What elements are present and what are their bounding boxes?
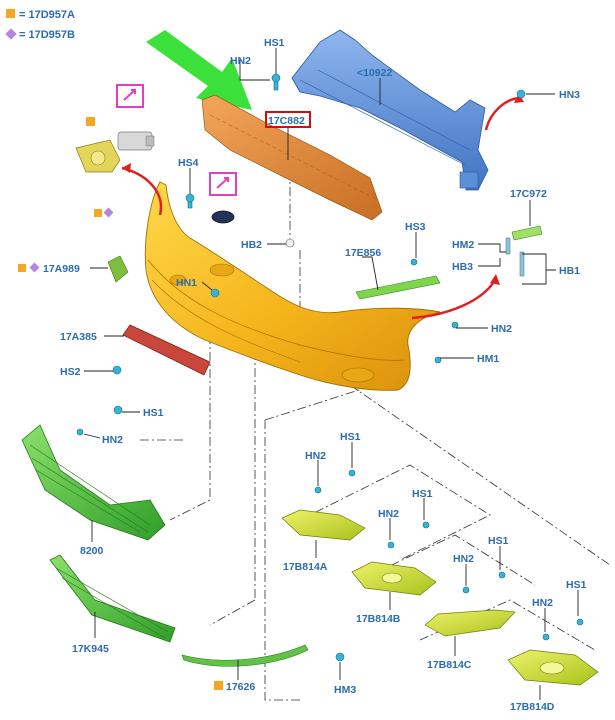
label-hs2: HS2 <box>60 366 81 378</box>
lower-grille-part <box>49 554 176 643</box>
label-hs3: HS3 <box>405 221 426 233</box>
edit-link-arrow-icon <box>123 89 136 101</box>
label-hn2-c: HN2 <box>453 553 474 565</box>
leader-lines <box>83 48 579 700</box>
energy-absorber-part <box>201 94 383 221</box>
red-arrow-top-icon <box>484 96 519 131</box>
label-grille: 8200 <box>80 545 104 557</box>
bracket-17c972-part <box>505 225 543 277</box>
label-hn2-grille: HN2 <box>102 434 123 446</box>
label-hs1-c: HS1 <box>488 535 509 547</box>
label-hn2-a: HN2 <box>305 450 326 462</box>
label-hn3: HN3 <box>559 89 580 101</box>
label-hm1: HM1 <box>477 353 499 365</box>
upper-grille-part <box>21 424 166 541</box>
square-marker-icon <box>18 264 26 272</box>
label-hs4: HS4 <box>178 157 199 169</box>
fog-bezel-b-part <box>351 561 437 596</box>
callout-labels: HS1 HN2 <10922 HN3 17C882 HS4 HB2 17E856… <box>43 37 587 713</box>
parking-sensor-part <box>75 117 155 173</box>
label-hs1-grille: HS1 <box>143 407 164 419</box>
purple-diamond-icon <box>5 28 17 40</box>
bumper-reinforcement-part <box>291 29 489 191</box>
label-hs1-top: HS1 <box>264 37 285 49</box>
bumper-bar-part <box>122 324 211 376</box>
label-hn1: HN1 <box>176 277 197 289</box>
red-arrow-right-icon <box>411 277 498 320</box>
label-b814a: 17B814A <box>283 561 328 573</box>
bracket-17e856-part <box>355 275 441 300</box>
fog-bezel-d-part <box>507 649 599 686</box>
lip-legend-square-icon <box>214 681 223 690</box>
label-b814c: 17B814C <box>427 659 472 671</box>
label-hm2: HM2 <box>452 239 474 251</box>
legend-entry-b: = 17D957B <box>19 29 75 41</box>
lower-lip-part <box>181 644 309 667</box>
square-marker-icon <box>94 209 102 217</box>
label-hs1-a: HS1 <box>340 431 361 443</box>
legend: = 17D957A = 17D957B <box>5 9 75 41</box>
diamond-marker-icon <box>29 262 40 273</box>
diamond-marker-icon <box>103 207 114 218</box>
front-bumper-cover-part <box>144 181 441 391</box>
clip-parts <box>76 73 584 662</box>
label-hn2-right: HN2 <box>491 323 512 335</box>
label-lip: 17626 <box>226 681 255 693</box>
label-e856: 17E856 <box>345 247 381 259</box>
emblem-link-arrow-icon <box>216 177 229 189</box>
absorber-highlight-box <box>265 111 311 128</box>
orange-square-icon <box>6 9 15 18</box>
label-hb3: HB3 <box>452 261 473 273</box>
green-arrow-icon <box>146 30 252 110</box>
label-hn2-d: HN2 <box>532 597 553 609</box>
label-hs1-b: HS1 <box>412 488 433 500</box>
label-c972: 17C972 <box>510 188 547 200</box>
ford-emblem-part <box>211 210 235 224</box>
label-hn2-b: HN2 <box>378 508 399 520</box>
label-hm3: HM3 <box>334 684 356 696</box>
legend-entry-a: = 17D957A <box>19 9 75 21</box>
emblem-link-icon[interactable] <box>209 172 237 196</box>
label-hs1-d: HS1 <box>566 579 587 591</box>
label-reinforcement: <10922 <box>357 67 392 79</box>
label-lower-grille: 17K945 <box>72 643 109 655</box>
label-a989: 17A989 <box>43 263 80 275</box>
fog-bezel-a-part <box>281 509 366 541</box>
label-hn2-top: HN2 <box>230 55 251 67</box>
edit-link-icon[interactable] <box>116 84 144 108</box>
label-b814d: 17B814D <box>510 701 555 713</box>
label-b814b: 17B814B <box>356 613 401 625</box>
sensor-bracket-part <box>107 255 129 283</box>
label-a385: 17A385 <box>60 331 97 343</box>
label-hb1: HB1 <box>559 265 580 277</box>
label-absorber: 17C882 <box>268 115 305 127</box>
fog-bezel-c-part <box>424 609 516 637</box>
label-hb2: HB2 <box>241 239 262 251</box>
